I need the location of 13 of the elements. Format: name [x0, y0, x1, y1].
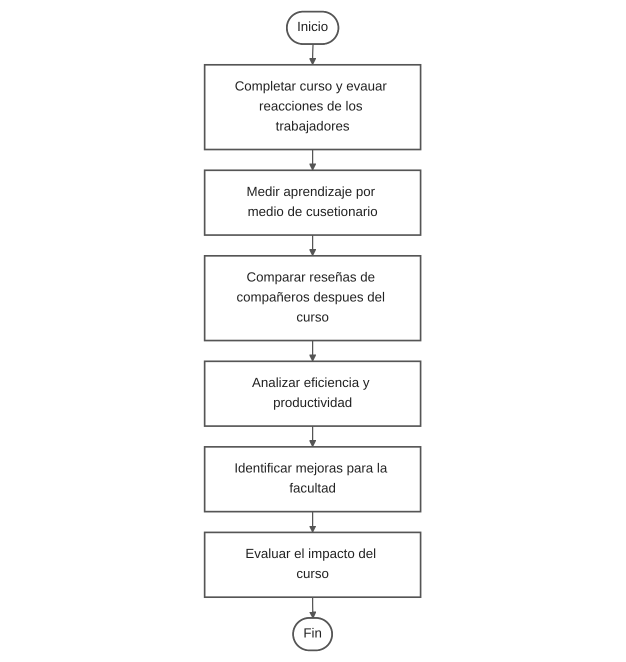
arrow — [309, 340, 317, 362]
arrow — [309, 44, 317, 66]
arrow — [310, 597, 317, 619]
node-box: Completar curso y evauar reacciones de los trabajadores — [204, 64, 422, 150]
node-box: Comparar reseñas de compañeros despues del curso — [204, 255, 422, 342]
node-box: Identificar mejoras para la facultad — [204, 446, 422, 512]
node-box: Evaluar el impacto del curso — [204, 532, 422, 598]
arrow — [309, 512, 317, 533]
arrow — [309, 235, 317, 256]
node-box: Analizar eficiencia y productividad — [204, 360, 422, 427]
node-box: Medir aprendizaje por medio de cusetionario — [204, 169, 422, 236]
arrow — [309, 426, 317, 448]
arrow — [309, 150, 317, 171]
